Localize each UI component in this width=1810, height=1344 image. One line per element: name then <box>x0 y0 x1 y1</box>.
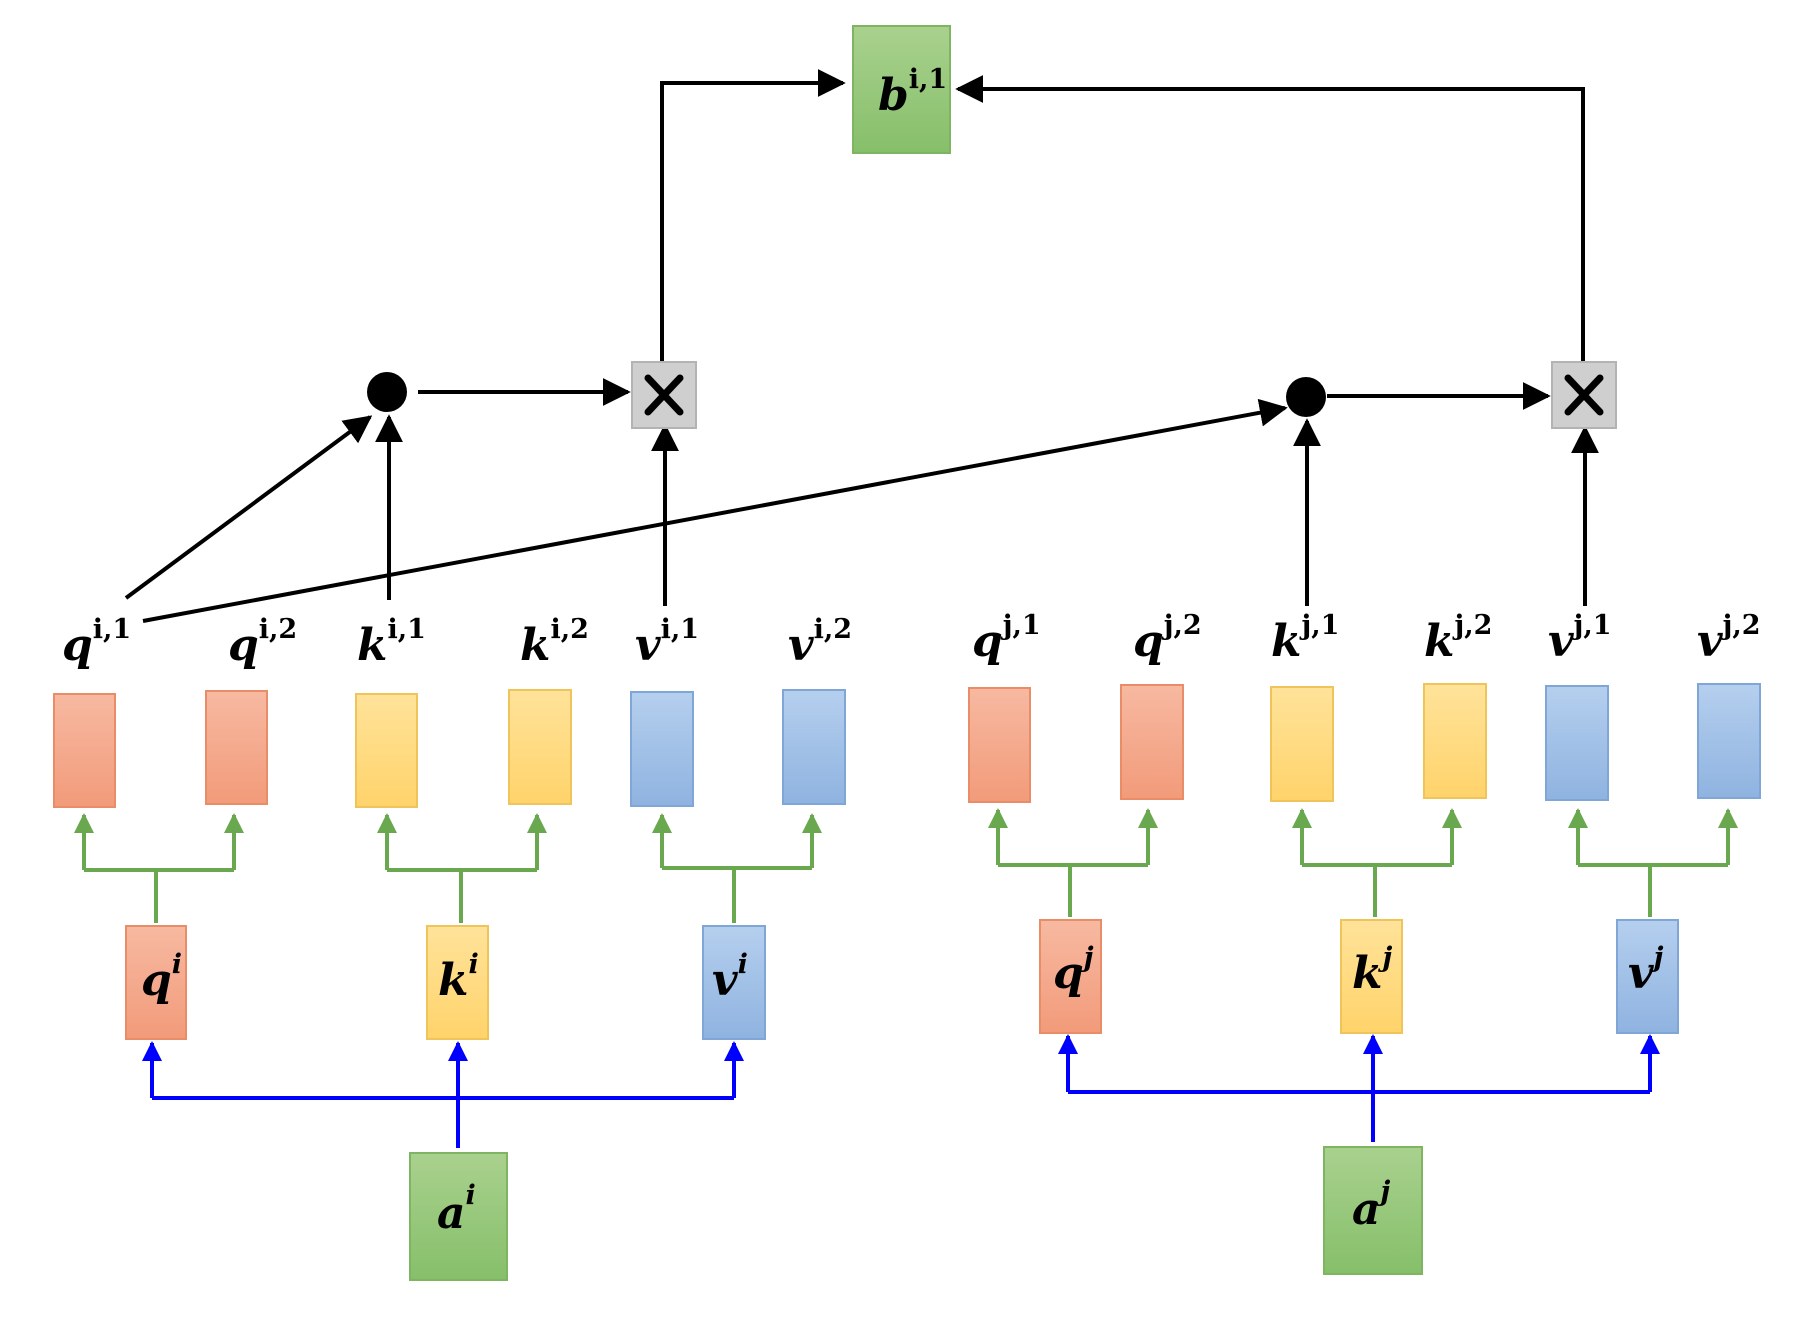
label-v-j2: vj,2 <box>1697 610 1761 667</box>
head-box-q-j2 <box>1120 684 1184 800</box>
split-edge-kj <box>1292 808 1462 917</box>
input-edges-j <box>1058 1034 1660 1142</box>
head-box-v-j1 <box>1545 685 1609 801</box>
vector-box-v-j <box>1616 919 1679 1034</box>
edge-qi1-to-dot-j <box>142 398 1288 623</box>
label-v-j: vj <box>1628 942 1664 999</box>
head-box-v-i1 <box>630 691 694 807</box>
label-q-j2: qj,2 <box>1133 610 1202 667</box>
label-v-i1: vi,1 <box>635 614 699 671</box>
label-q-j1: qj,1 <box>972 610 1041 667</box>
label-k-j2: kj,2 <box>1424 610 1492 667</box>
split-edge-qj <box>988 808 1158 917</box>
vector-box-v-i <box>702 925 766 1040</box>
label-q-j: qj <box>1053 942 1094 999</box>
split-edge-vj <box>1568 808 1738 917</box>
label-k-j1: kj,1 <box>1271 610 1339 667</box>
head-box-k-j2 <box>1423 683 1487 799</box>
input-edges-i <box>142 1041 744 1148</box>
split-edge-qi <box>74 813 244 923</box>
label-q-i2: qi,2 <box>228 614 297 671</box>
input-box-a-i <box>409 1152 508 1281</box>
multiply-icon <box>1551 361 1617 429</box>
head-box-v-i2 <box>782 689 846 805</box>
label-b: bi,1 <box>878 64 947 121</box>
head-box-k-j1 <box>1270 686 1334 802</box>
label-k-i2: ki,2 <box>520 614 589 671</box>
label-k-i1: ki,1 <box>357 614 426 671</box>
split-edges <box>74 808 1738 923</box>
label-v-j1: vj,1 <box>1548 610 1612 667</box>
vector-box-k-i <box>426 925 489 1040</box>
head-box-q-j1 <box>968 687 1031 803</box>
attention-flow-edges <box>124 69 1599 623</box>
label-k-j: kj <box>1352 942 1393 999</box>
split-edge-ki <box>377 813 547 923</box>
edge-qi1-to-dot-i <box>124 415 373 600</box>
head-box-k-i2 <box>508 689 572 805</box>
multiply-icon <box>631 361 697 429</box>
split-edge-vi <box>652 813 822 923</box>
vector-box-q-i <box>125 925 187 1040</box>
label-v-i2: vi,2 <box>788 614 852 671</box>
head-box-q-i1 <box>53 693 116 808</box>
label-a-j: aj <box>1352 1176 1391 1235</box>
dot-product-icon <box>367 372 407 412</box>
dot-product-icon <box>1286 377 1326 417</box>
edge-mul-i-to-b <box>660 69 846 362</box>
input-box-a-j <box>1323 1146 1423 1275</box>
label-a-i: ai <box>437 1180 476 1239</box>
head-box-v-j2 <box>1697 683 1761 799</box>
head-box-k-i1 <box>355 693 418 808</box>
label-k-i: ki <box>438 949 479 1006</box>
output-box-b <box>852 25 951 154</box>
vector-box-q-j <box>1039 919 1102 1034</box>
label-q-i1: qi,1 <box>62 614 131 671</box>
vector-box-k-j <box>1340 919 1403 1034</box>
edge-mul-j-to-b <box>955 75 1585 364</box>
head-box-q-i2 <box>205 690 268 805</box>
label-q-i: qi <box>141 949 182 1006</box>
label-v-i: vi <box>712 949 748 1006</box>
